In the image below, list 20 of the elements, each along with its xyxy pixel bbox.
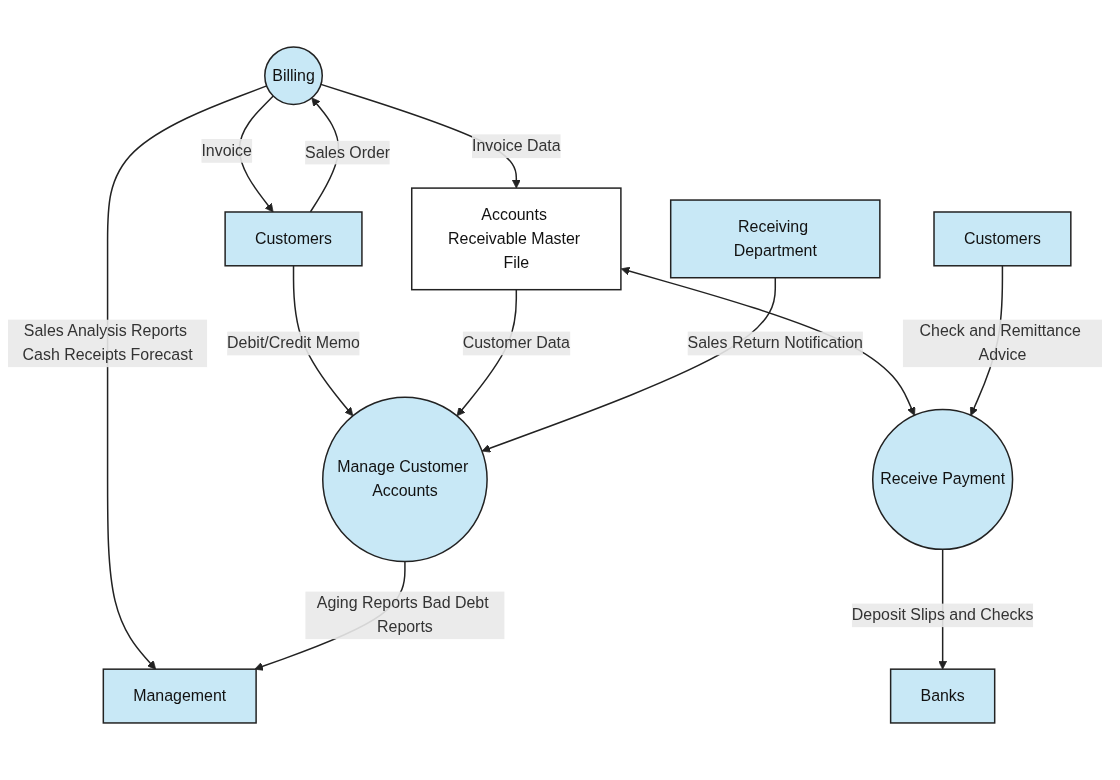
- edge-label: Aging Reports Bad Debt Reports: [316, 594, 489, 636]
- node-circle: Receive Payment: [872, 408, 1014, 551]
- edge-label: Customer Data: [462, 334, 570, 352]
- edge-label: Deposit Slips and Checks: [851, 606, 1034, 624]
- edge-label: Invoice Data: [472, 137, 561, 155]
- node-box: Customers: [933, 211, 1072, 267]
- edge-label: Invoice: [201, 141, 252, 159]
- edge-label: Check and Remittance Advice: [919, 322, 1081, 364]
- node-box: Receiving Department: [669, 199, 881, 279]
- node-circle: Manage Customer Accounts: [322, 396, 488, 563]
- edge-label: Sales Analysis Reports Cash Receipts Forecast: [22, 322, 193, 364]
- edge-label: Sales Order: [305, 143, 391, 161]
- node-circle: Billing: [264, 46, 323, 106]
- node-box: Management: [102, 668, 257, 724]
- node-box: Banks: [889, 668, 996, 724]
- edge-label: Debit/Credit Memo: [227, 334, 360, 352]
- node-box: Accounts Receivable Master File: [411, 187, 622, 291]
- edge-label: Sales Return Notification: [687, 334, 863, 352]
- arrow: [106, 85, 268, 670]
- node-box: Customers: [224, 211, 363, 267]
